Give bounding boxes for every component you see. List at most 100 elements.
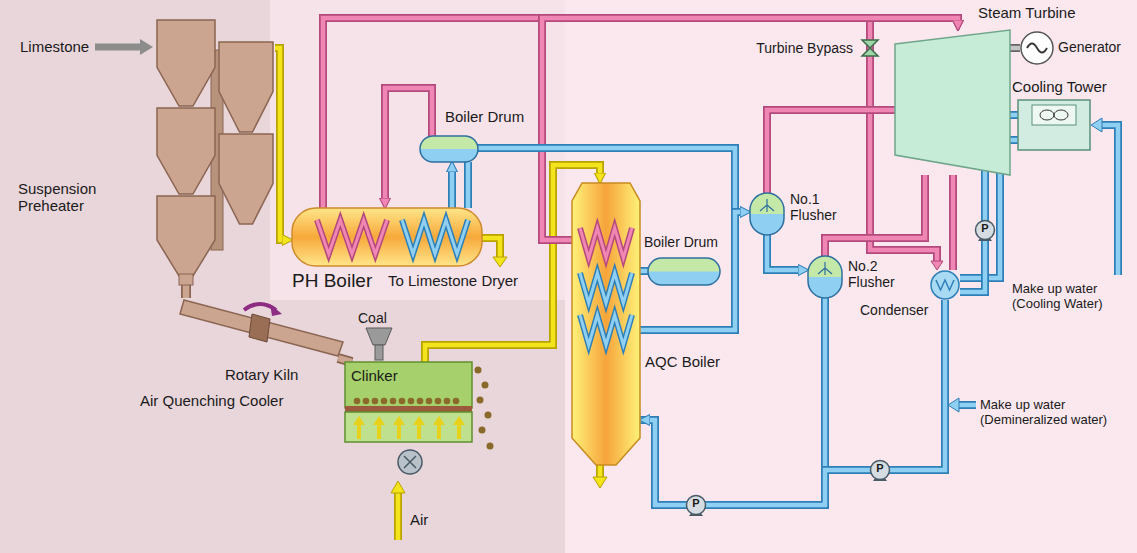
pipe-core [650,300,945,505]
equipment-label: No.1 Flusher [790,191,846,223]
annotation-label: Make up water (Demineralized water) [980,398,1128,428]
cyclone [157,108,215,194]
makeup-pipe [1101,125,1118,275]
equipment-node: AQC Boiler [572,183,640,465]
equipment-node: Cooling Tower [1018,100,1090,150]
equipment-shape [808,256,842,298]
pipe-group [452,172,453,208]
equipment-label: Suspension Preheater [18,180,130,215]
coil-outline [580,228,632,258]
cooler-upper [345,362,472,408]
gas-outlet [598,465,603,478]
coil [402,220,468,254]
gas-outlet [596,465,604,478]
equipment-label: Condenser [860,302,930,318]
equipment-label: No.2 Flusher [848,258,904,290]
pipe-core [640,212,740,330]
air-arrowhead [453,416,465,425]
arrow-head [948,398,959,412]
pipe-core [323,18,958,208]
annotation-label: Limestone [20,38,95,55]
clinker-dot [444,398,451,405]
equipment-shape [750,193,784,235]
pipe-core [466,162,471,208]
rotation-arrowhead [270,304,282,316]
equipment-label: Generator [1058,39,1134,55]
fan-housing [1032,105,1076,125]
equipment-label: Steam Turbine [978,4,1088,21]
spray-symbol [818,262,832,275]
equipment-node: PH Boiler [292,208,482,266]
equipment-shape [292,208,482,266]
spray-symbol [760,199,774,212]
drum-steam [420,136,478,149]
pump-label: P [977,222,993,235]
flusher-water [750,193,784,235]
equipment-text: Air Quenching Cooler [140,392,335,409]
equipment-shape [930,270,960,300]
pipe-group [275,48,282,240]
equipment-shape [420,136,478,162]
pipe-core [1010,46,1020,51]
equipment-node: Air Quenching CoolerClinker [345,362,472,442]
pipe-connector [767,235,798,270]
preheater-outlet [179,274,193,285]
clinker-dot [435,398,442,405]
air-arrow [357,424,361,439]
tower-body [1018,100,1090,150]
pipe-core [825,175,925,256]
clinker-dot [475,367,482,374]
air-arrowhead [413,416,425,425]
arrow-head [593,477,607,488]
flusher-steam [750,193,784,214]
drum-water [648,258,720,285]
pump-symbol [976,221,995,240]
clinker-dot [477,397,484,404]
clinker-dot [453,398,460,405]
pipe-connector [650,300,945,505]
pipe-connector [275,48,282,240]
generator-symbol [1021,32,1053,64]
drum-water [420,136,478,162]
feed-arrow [95,44,140,51]
clinker-dot [426,398,433,405]
flusher-water [808,256,842,298]
air-arrow [377,424,381,439]
equipment-shape [648,258,720,285]
equipment-node: Rotary Kiln [180,298,345,358]
pipe-group [640,271,648,272]
cooler-lower [345,412,472,442]
kiln-ring [249,314,270,342]
pipe-core [640,298,825,505]
equipment-node: No.2 Flusher [808,256,842,298]
coal-chute [375,345,383,360]
flusher-outline [808,256,842,298]
equipment-shape [1020,31,1054,65]
condenser-shell [931,271,959,299]
clinker-dot [354,398,361,405]
ac-symbol [1027,44,1047,53]
coil-outline [402,220,468,254]
cooler-grate [345,406,472,412]
air-arrow [396,492,401,540]
clinker-dot [363,398,370,405]
equipment-node: Condenser [930,270,960,300]
drum-outline [420,136,478,162]
clinker-falling [475,367,494,450]
air-arrowhead [393,416,405,425]
equipment-label: PH Boiler [292,270,387,292]
gas-outlet [482,238,500,258]
pipe-group [186,285,187,298]
clinker-dot [487,443,494,450]
annotation-label: Air [410,511,440,528]
pipe-connector [448,172,456,208]
arrow-head [391,481,405,493]
equipment-shape [895,30,1010,175]
cyclone [219,42,273,132]
drum-outline [648,258,720,285]
equipment-node: Generator [1020,31,1054,65]
pipe-core [640,269,648,274]
air-fan [398,450,422,474]
pipe-core [767,235,798,270]
pipe-group [767,110,895,193]
